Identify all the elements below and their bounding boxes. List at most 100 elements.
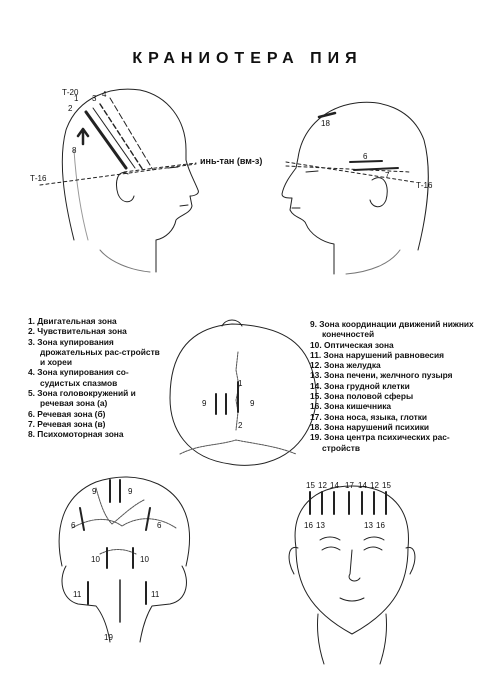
top-label-9-right: 9: [250, 399, 255, 408]
page-title: КРАНИОТЕРА ПИЯ: [132, 50, 363, 67]
left-profile-head: [39, 88, 199, 273]
legend-item: 17. Зона носа, языка, глотки: [310, 411, 428, 422]
label-6: 6: [363, 152, 368, 161]
label-4: 4: [102, 90, 107, 99]
front-top-number: 17: [345, 481, 354, 490]
back-label-6-left: 6: [71, 521, 76, 530]
zone-1-line: [84, 110, 128, 170]
back-label-10-left: 10: [91, 555, 100, 564]
label-18: 18: [321, 119, 330, 128]
zone-2-line: [92, 107, 136, 169]
label-8: 8: [72, 146, 77, 155]
top-label-9-left: 9: [202, 399, 207, 408]
legend-right: 9. Зона координации движений нижних коне…: [310, 319, 482, 453]
front-top-number: 15: [306, 481, 315, 490]
yintang-line: [285, 165, 411, 173]
zone-8-arrow: [76, 127, 90, 146]
legend-item: 6. Речевая зона (б): [28, 408, 106, 419]
legend-item: 12. Зона желудка: [310, 360, 381, 371]
legend-item: 15. Зона половой сферы: [310, 391, 414, 402]
zone-6-line: [349, 160, 383, 163]
left-ear: [115, 172, 135, 203]
front-view-head: [288, 485, 416, 665]
front-top-number: 14: [358, 481, 367, 490]
right-head-outline: [281, 101, 429, 275]
t16-right-line: [285, 161, 415, 183]
back-label-11-left: 11: [73, 590, 82, 599]
legend-item: 10. Оптическая зона: [310, 339, 394, 350]
legend-item: 9. Зона координации движений нижних коне…: [310, 319, 474, 340]
back-view-head: [58, 476, 191, 643]
front-top-number: 15: [382, 481, 391, 490]
legend-item: 5. Зона головокружений и речевая зона (а…: [28, 388, 136, 409]
top-nose-tip: [221, 319, 243, 327]
right-ear: [369, 177, 388, 208]
back-view-outline: [58, 476, 191, 567]
legend-item: 18. Зона нарушений психики: [310, 421, 430, 432]
back-neck: [61, 565, 187, 643]
left-mouth: [179, 204, 189, 207]
front-bottom-number: 13: [364, 521, 373, 530]
top-view-head: [169, 319, 317, 466]
front-bottom-number: 13: [316, 521, 325, 530]
front-neck: [317, 613, 387, 665]
front-ear-left: [288, 546, 299, 575]
front-ear-right: [405, 546, 416, 575]
legend-item: 7. Речевая зона (в): [28, 418, 106, 429]
legend-item: 4. Зона купирования со-судистых спазмов: [28, 367, 129, 388]
top-label-1: 1: [238, 379, 243, 388]
label-2: 2: [68, 104, 73, 113]
back-label-9-left: 9: [92, 487, 97, 496]
legend-item: 2. Чувствительная зона: [28, 326, 127, 337]
back-label-19: 19: [104, 633, 113, 642]
label-t16-left: Т-16: [30, 174, 47, 183]
front-view-outline: [294, 485, 409, 635]
top-view-outline: [169, 323, 317, 466]
right-profile-head: [281, 101, 429, 275]
left-head-outline: [61, 88, 199, 273]
t16-left-line: [39, 163, 197, 186]
back-label-10-right: 10: [140, 555, 149, 564]
left-profile-labels: Т-20 1 2 3 4 8 Т-16: [30, 88, 107, 183]
front-brows: [319, 536, 385, 541]
zone-4-line: [109, 97, 154, 171]
legend-item: 19. Зона центра психических рас-стройств: [310, 432, 450, 453]
front-bottom-number: 16: [304, 521, 313, 530]
front-top-number: 14: [330, 481, 339, 490]
front-top-number: 12: [370, 481, 379, 490]
top-label-2: 2: [238, 421, 243, 430]
zone-3-line: [99, 103, 144, 171]
zone-18-line: [317, 111, 337, 119]
back-view-labels: 9 9 6 6 10 10 11 11 19: [71, 487, 162, 642]
back-zone-6-left: [79, 507, 85, 531]
back-label-11-right: 11: [151, 590, 160, 599]
label-t16-right: Т-16: [416, 181, 433, 190]
back-zone-6-right: [145, 507, 151, 531]
right-eye: [305, 170, 319, 173]
front-mouth: [339, 597, 365, 602]
legend-item: 1. Двигательная зона: [28, 316, 117, 326]
legend-item: 11. Зона нарушений равновесия: [310, 349, 444, 360]
front-bottom-number: 16: [376, 521, 385, 530]
label-1: 1: [74, 94, 79, 103]
top-view-labels: 9 9 1 2: [202, 379, 255, 430]
label-3: 3: [92, 94, 97, 103]
front-eyes: [321, 546, 383, 551]
label-yintang: инь-тан (вм-з): [200, 156, 262, 166]
label-7: 7: [385, 171, 390, 180]
right-profile-labels: инь-тан (вм-з) 18 6 7 Т-16: [200, 119, 433, 190]
front-nose: [348, 549, 361, 582]
label-t20: Т-20: [62, 88, 79, 97]
legend-item: 8. Психомоторная зона: [28, 429, 124, 440]
back-label-9-right: 9: [128, 487, 133, 496]
front-top-number: 12: [318, 481, 327, 490]
legend-item: 16. Зона кишечника: [310, 401, 392, 412]
back-label-6-right: 6: [157, 521, 162, 530]
legend-item: 13. Зона печени, желчного пузыря: [310, 370, 453, 381]
ear-brow-line: [123, 162, 197, 173]
front-top-zone-lines: [309, 491, 387, 515]
legend-item: 3. Зона купирования дрожательных рас-стр…: [28, 336, 160, 368]
